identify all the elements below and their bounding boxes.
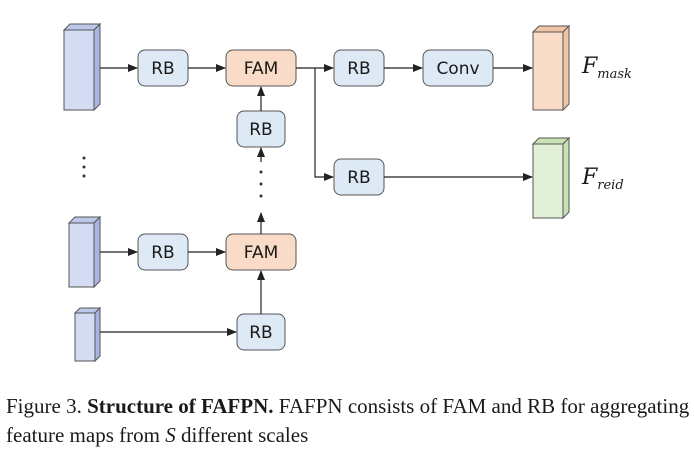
output-reid-label: Freid xyxy=(581,165,624,193)
rb-label: RB xyxy=(347,168,370,188)
rb-block-bottom-input: RB xyxy=(236,313,286,351)
output-reid-sub: reid xyxy=(597,178,623,193)
rb-block-middle-input: RB xyxy=(137,233,189,271)
conv-block: Conv xyxy=(422,49,494,87)
arrow-fam-to-rb-reid xyxy=(314,68,334,181)
input-feature-map-middle xyxy=(67,215,102,289)
output-mask-base: F xyxy=(581,54,598,79)
caption-title: Structure of FAFPN. xyxy=(87,394,274,418)
input-feature-map-bottom xyxy=(73,306,102,363)
fam-label: FAM xyxy=(244,59,279,79)
fam-block-top: FAM xyxy=(225,49,297,87)
fam-block-bottom: FAM xyxy=(225,233,297,271)
fafpn-diagram: RB FAM RB Conv RB RB RB FAM RB xyxy=(62,22,632,363)
caption-text-2: different scales xyxy=(175,423,309,447)
rb-block-top-input: RB xyxy=(137,49,189,87)
output-reid-feature-map xyxy=(531,136,571,220)
rb-label: RB xyxy=(151,243,174,263)
input-ellipsis xyxy=(82,156,86,178)
rb-label: RB xyxy=(249,323,272,343)
rb-label: RB xyxy=(151,59,174,79)
rb-block-mask-branch: RB xyxy=(333,49,385,87)
figure-caption: Figure 3. Structure of FAFPN. FAFPN cons… xyxy=(6,392,692,450)
caption-variable: S xyxy=(165,423,176,447)
caption-prefix: Figure 3. xyxy=(6,394,82,418)
output-reid-base: F xyxy=(581,165,598,190)
rb-label: RB xyxy=(347,59,370,79)
input-feature-map-top xyxy=(62,22,102,112)
conv-label: Conv xyxy=(436,59,479,79)
connectors xyxy=(100,64,533,336)
fam-chain-ellipsis xyxy=(259,170,263,198)
output-mask-sub: mask xyxy=(597,67,632,82)
rb-block-upward: RB xyxy=(236,110,286,148)
fam-label: FAM xyxy=(244,243,279,263)
output-mask-label: Fmask xyxy=(581,54,632,82)
rb-label: RB xyxy=(249,120,272,140)
rb-block-reid-branch: RB xyxy=(333,158,385,196)
output-mask-feature-map xyxy=(531,24,571,112)
caption-text-1: FAFPN consists of FAM and RB for aggrega… xyxy=(6,394,690,447)
